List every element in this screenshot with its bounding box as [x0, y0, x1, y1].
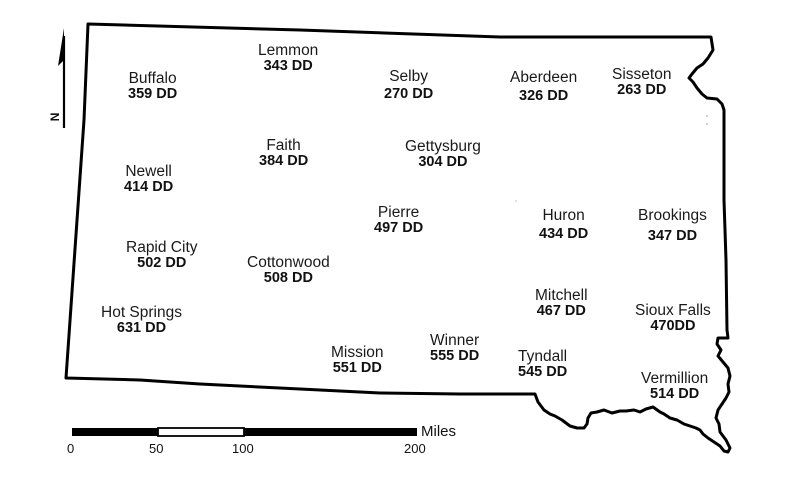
- station-value: 502 DD: [137, 254, 187, 271]
- scale-tick-50: 50: [149, 441, 164, 456]
- station-value: 631 DD: [116, 319, 167, 336]
- station-winner: Winner 555 DD: [430, 333, 479, 363]
- station-value: 359 DD: [128, 85, 178, 102]
- station-mission: Mission 551 DD: [331, 345, 384, 375]
- station-value: 514 DD: [650, 385, 700, 402]
- station-value: 414 DD: [124, 178, 174, 195]
- station-value: 551 DD: [332, 359, 382, 376]
- station-name: Rapid City: [126, 239, 198, 256]
- scale-bar: [72, 427, 417, 437]
- station-name: Selby: [389, 68, 428, 85]
- station-value: 467 DD: [536, 302, 586, 319]
- station-mitchell: Mitchell 467 DD: [535, 288, 588, 318]
- state-border: [64, 22, 732, 454]
- station-name: Gettysburg: [405, 138, 481, 155]
- scale-tick-200: 200: [404, 441, 426, 456]
- station-name: Pierre: [377, 204, 420, 221]
- station-value: 384 DD: [259, 152, 309, 169]
- station-name: Aberdeen: [510, 69, 578, 86]
- station-name: Tyndall: [518, 348, 568, 365]
- station-sioux-falls: Sioux Falls 470DD: [635, 303, 711, 333]
- station-name: Lemmon: [258, 42, 319, 59]
- station-pierre: Pierre 497 DD: [374, 205, 423, 235]
- station-name: Sisseton: [612, 66, 672, 83]
- station-value: 326 DD: [519, 87, 569, 104]
- station-name: Hot Springs: [101, 304, 182, 321]
- station-name: Cottonwood: [247, 254, 330, 271]
- station-selby: Selby 270 DD: [384, 69, 433, 101]
- station-vermillion: Vermillion 514 DD: [641, 371, 708, 401]
- station-value: 347 DD: [647, 227, 698, 244]
- station-newell: Newell 414 DD: [124, 164, 173, 194]
- station-gettysburg: Gettysburg 304 DD: [405, 139, 481, 169]
- station-name: Buffalo: [128, 70, 177, 87]
- scale-tick-100: 100: [232, 441, 254, 456]
- station-name: Brookings: [638, 207, 707, 224]
- scale-unit-label: Miles: [421, 423, 457, 440]
- station-tyndall: Tyndall 545 DD: [518, 349, 567, 379]
- station-huron: Huron 434 DD: [539, 208, 588, 241]
- station-value: 343 DD: [263, 57, 313, 74]
- station-rapid-city: Rapid City 502 DD: [126, 240, 198, 270]
- station-value: 434 DD: [539, 225, 589, 242]
- station-name: Sioux Falls: [635, 302, 711, 319]
- station-brookings: Brookings 347 DD: [638, 208, 707, 243]
- north-label: N: [47, 112, 62, 122]
- station-value: 304 DD: [418, 153, 468, 170]
- station-name: Mitchell: [535, 287, 588, 304]
- station-value: 497 DD: [374, 219, 424, 236]
- station-name: Newell: [125, 163, 172, 180]
- station-value: 545 DD: [518, 363, 568, 380]
- station-aberdeen: Aberdeen 326 DD: [510, 70, 577, 103]
- station-name: Winner: [430, 332, 480, 349]
- station-value: 263 DD: [617, 81, 667, 98]
- scale-tick-0: 0: [67, 441, 75, 456]
- station-value: 270 DD: [384, 85, 434, 102]
- station-value: 470DD: [650, 317, 696, 334]
- station-value: 555 DD: [430, 347, 480, 364]
- station-sisseton: Sisseton 263 DD: [612, 67, 671, 97]
- station-name: Vermillion: [641, 370, 709, 387]
- station-faith: Faith 384 DD: [259, 138, 308, 168]
- station-value: 508 DD: [263, 269, 313, 286]
- station-name: Huron: [542, 207, 585, 224]
- station-name: Mission: [331, 344, 384, 361]
- station-hot-springs: Hot Springs 631 DD: [101, 305, 182, 335]
- north-arrow-icon: [58, 28, 66, 128]
- station-cottonwood: Cottonwood 508 DD: [247, 255, 330, 285]
- station-lemmon: Lemmon 343 DD: [258, 43, 318, 73]
- station-buffalo: Buffalo 359 DD: [128, 71, 177, 101]
- station-name: Faith: [266, 137, 301, 154]
